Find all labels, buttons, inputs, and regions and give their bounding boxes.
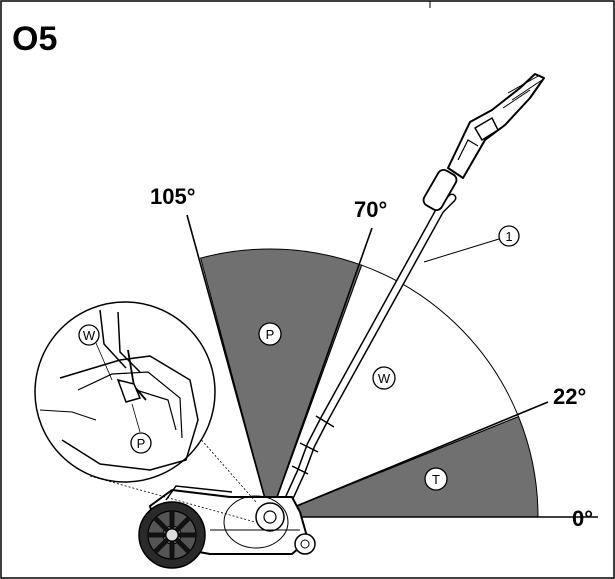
line-105 <box>186 214 271 518</box>
inset-p-label: P <box>137 436 146 451</box>
zone-w-circle <box>372 366 396 390</box>
line-22 <box>269 401 549 518</box>
zone-p-circle <box>258 322 282 346</box>
mower-handle <box>281 73 545 510</box>
angle-22-label: 22° <box>553 384 586 409</box>
callout-handle-number: 1 <box>505 229 512 244</box>
angle-0-label: 0° <box>572 506 593 531</box>
zone-w-label: W <box>378 371 391 386</box>
inset-p-circle <box>130 432 152 454</box>
zone-p-label: P <box>266 327 275 342</box>
inset-w-circle <box>78 324 100 346</box>
callout-handle-circle <box>498 225 520 247</box>
zone-t-circle <box>424 467 448 491</box>
sector-w <box>269 264 520 518</box>
line-70 <box>269 227 373 518</box>
angle-105-label: 105° <box>150 184 196 209</box>
callout-handle-leader <box>423 238 500 263</box>
figure-label: O5 <box>12 20 57 58</box>
mower-wheel <box>138 501 206 569</box>
zone-t-label: T <box>432 472 440 487</box>
inset-detail <box>34 301 257 523</box>
angle-70-label: 70° <box>354 197 387 222</box>
inset-w-label: W <box>83 328 96 343</box>
sector-p <box>199 248 363 519</box>
